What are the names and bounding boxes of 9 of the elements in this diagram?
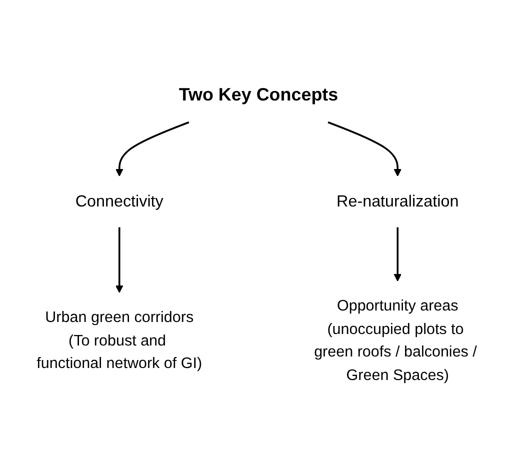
arrow xyxy=(115,121,190,176)
node-text: Urban green corridors (To robust and functional network of GI) xyxy=(36,308,202,372)
arrow xyxy=(328,121,402,176)
node-text: Opportunity areas (unoccupied plots to green roofs / balconies / Green Spaces) xyxy=(314,297,477,383)
node-text: Two Key Concepts xyxy=(178,85,338,106)
arrow xyxy=(394,227,402,282)
arrow xyxy=(115,227,124,293)
node-text: Connectivity xyxy=(75,192,164,210)
node-text: Re-naturalization xyxy=(336,192,459,210)
